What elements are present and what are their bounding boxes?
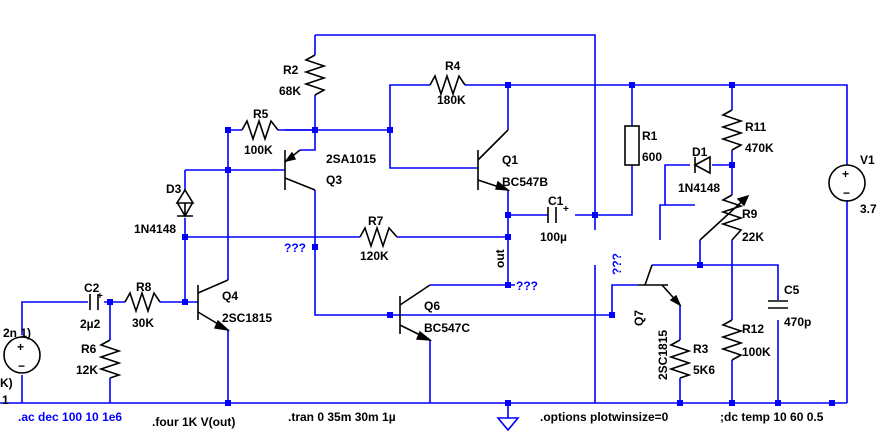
signal-source[interactable]: + − 2n 1) K) 1 bbox=[0, 326, 41, 407]
r7-value: 120K bbox=[360, 249, 389, 263]
signal-source-text-2: K) bbox=[0, 376, 13, 390]
directive-ac[interactable]: .ac dec 100 10 1e6 bbox=[18, 410, 122, 424]
r11-value: 470K bbox=[745, 141, 774, 155]
c2-plus-mark: + bbox=[97, 291, 103, 302]
transistor-q4[interactable]: Q4 2SC1815 bbox=[197, 279, 272, 332]
wires bbox=[0, 34, 848, 418]
signal-plus-mark: + bbox=[17, 340, 24, 354]
signal-source-text-3: 1 bbox=[2, 393, 9, 407]
net-label-unknown-b: ??? bbox=[516, 279, 538, 293]
r3-name: R3 bbox=[693, 342, 709, 356]
q6-name: Q6 bbox=[424, 299, 440, 313]
directive-tran[interactable]: .tran 0 35m 30m 1µ bbox=[288, 410, 396, 424]
c1-value: 100µ bbox=[540, 230, 567, 244]
c5-value: 470p bbox=[784, 315, 811, 329]
d3-value: 1N4148 bbox=[134, 222, 176, 236]
directive-four[interactable]: .four 1K V(out) bbox=[152, 415, 235, 429]
q7-value: 2SC1815 bbox=[656, 330, 670, 380]
transistor-q3[interactable]: 2SA1015 Q3 bbox=[284, 149, 376, 191]
r4-name: R4 bbox=[445, 59, 461, 73]
v1-value: 3.7 bbox=[860, 202, 877, 216]
c2-name: C2 bbox=[84, 281, 100, 295]
q6-value: BC547C bbox=[424, 321, 470, 335]
net-label-unknown-a: ??? bbox=[284, 241, 306, 255]
d3-name: D3 bbox=[166, 182, 182, 196]
resistor-r6[interactable]: R6 12K bbox=[76, 339, 122, 379]
q3-name: Q3 bbox=[326, 173, 342, 187]
r6-name: R6 bbox=[81, 342, 97, 356]
d1-value: 1N4148 bbox=[678, 181, 720, 195]
resistor-r11[interactable]: R11 470K bbox=[720, 109, 774, 155]
directive-dc-comment[interactable]: ;dc temp 10 60 0.5 bbox=[720, 410, 824, 424]
r1-name: R1 bbox=[642, 129, 658, 143]
signal-minus-mark: − bbox=[18, 359, 25, 373]
net-labels: out ??? ??? ??? bbox=[284, 241, 624, 293]
resistor-r3[interactable]: R3 5K6 bbox=[668, 339, 715, 379]
directive-options[interactable]: .options plotwinsize=0 bbox=[540, 410, 669, 424]
potentiometer-r9[interactable]: R9 22K bbox=[699, 194, 764, 244]
resistor-r2[interactable]: R2 68K bbox=[279, 54, 327, 98]
resistor-r1[interactable]: R1 600 bbox=[624, 125, 662, 166]
junctions bbox=[107, 82, 835, 406]
r4-value: 180K bbox=[437, 93, 466, 107]
resistor-r7[interactable]: R7 120K bbox=[359, 214, 398, 263]
transistor-q6[interactable]: Q6 BC547C bbox=[399, 284, 470, 341]
spice-directives: .ac dec 100 10 1e6 .four 1K V(out) .tran… bbox=[18, 410, 824, 429]
r5-value: 100K bbox=[244, 143, 273, 157]
c2-value: 2µ2 bbox=[80, 317, 101, 331]
c5-name: C5 bbox=[784, 283, 800, 297]
q1-value: BC547B bbox=[502, 175, 548, 189]
ground-symbol bbox=[496, 417, 520, 432]
q1-name: Q1 bbox=[502, 153, 518, 167]
r2-value: 68K bbox=[279, 84, 301, 98]
r12-value: 100K bbox=[742, 345, 771, 359]
d1-name: D1 bbox=[692, 145, 708, 159]
diode-d3[interactable]: D3 1N4148 bbox=[134, 182, 195, 236]
transistor-q7[interactable]: Q7 2SC1815 bbox=[632, 264, 682, 380]
net-label-out: out bbox=[493, 249, 507, 268]
resistor-r8[interactable]: R8 30K bbox=[124, 280, 161, 330]
resistor-r4[interactable]: R4 180K bbox=[429, 59, 466, 107]
resistor-r5[interactable]: R5 100K bbox=[241, 107, 279, 157]
capacitor-c1[interactable]: + C1 100µ bbox=[540, 194, 569, 244]
diode-d1[interactable]: D1 1N4148 bbox=[678, 145, 720, 195]
q3-value: 2SA1015 bbox=[326, 152, 376, 166]
r11-name: R11 bbox=[745, 120, 767, 134]
r12-name: R12 bbox=[742, 322, 764, 336]
r8-value: 30K bbox=[132, 316, 154, 330]
q7-name: Q7 bbox=[632, 310, 646, 326]
resistor-r12[interactable]: R12 100K bbox=[720, 319, 771, 361]
r7-name: R7 bbox=[368, 214, 384, 228]
r9-value: 22K bbox=[742, 230, 764, 244]
signal-source-text-1: 2n 1) bbox=[3, 326, 31, 340]
voltage-source-v1[interactable]: + − V1 3.7 bbox=[828, 153, 877, 216]
capacitor-c2[interactable]: + C2 2µ2 bbox=[80, 281, 103, 331]
r8-name: R8 bbox=[136, 280, 152, 294]
r5-name: R5 bbox=[253, 107, 269, 121]
q4-value: 2SC1815 bbox=[222, 311, 272, 325]
q4-name: Q4 bbox=[222, 289, 238, 303]
capacitor-c5[interactable]: C5 470p bbox=[768, 283, 811, 329]
r1-value: 600 bbox=[642, 150, 662, 164]
v1-name: V1 bbox=[860, 153, 875, 167]
net-label-unknown-c: ??? bbox=[610, 253, 624, 275]
r2-name: R2 bbox=[283, 63, 299, 77]
r3-value: 5K6 bbox=[693, 363, 715, 377]
r6-value: 12K bbox=[76, 363, 98, 377]
v1-plus-mark: + bbox=[842, 167, 849, 181]
c1-plus-mark: + bbox=[563, 204, 569, 215]
c1-name: C1 bbox=[548, 194, 564, 208]
v1-minus-mark: − bbox=[843, 186, 850, 200]
r9-name: R9 bbox=[742, 207, 758, 221]
transistor-q1[interactable]: Q1 BC547B bbox=[477, 129, 548, 191]
